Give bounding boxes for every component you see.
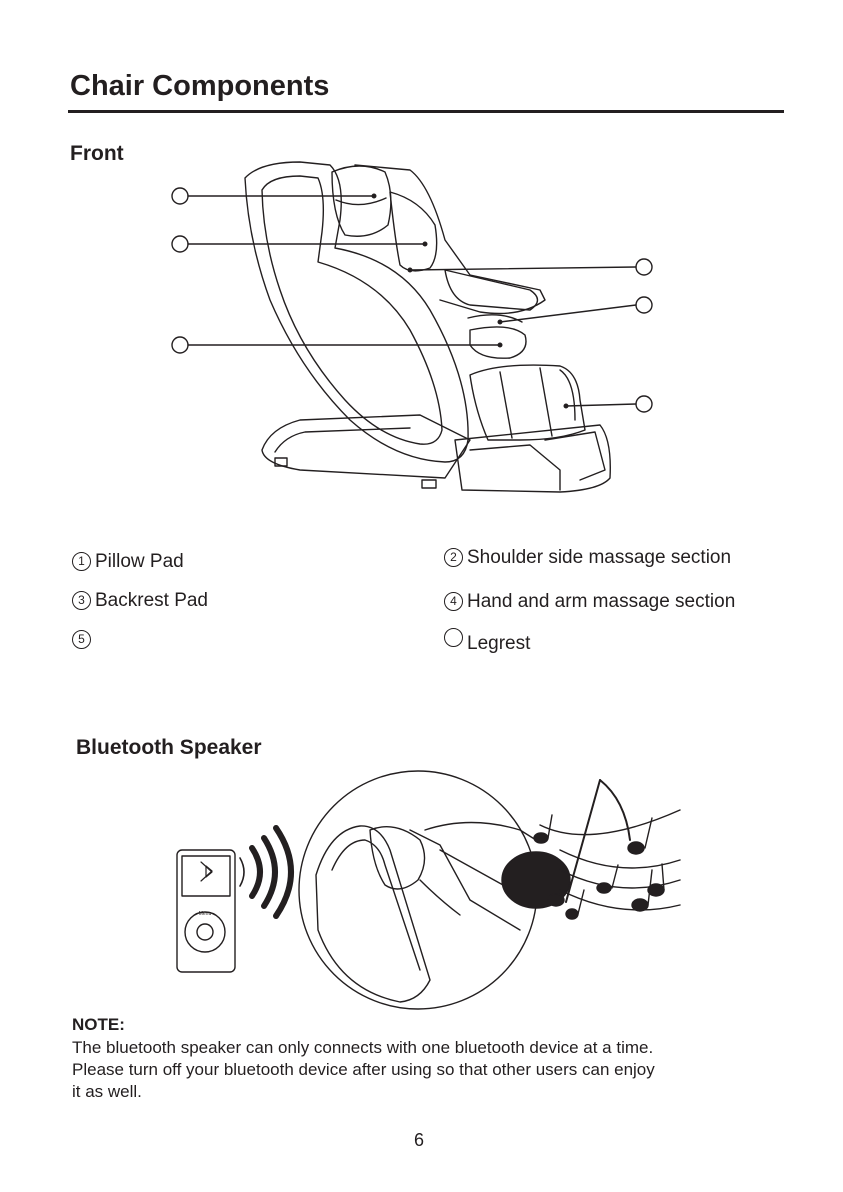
phone-icon: Menu bbox=[176, 849, 236, 973]
music-notes-icon bbox=[533, 779, 681, 920]
component-number: 4 bbox=[444, 592, 463, 611]
component-item-5: 5 bbox=[72, 629, 95, 651]
callout-circle-5 bbox=[635, 296, 653, 314]
component-number bbox=[444, 628, 463, 647]
front-heading: Front bbox=[70, 142, 124, 165]
component-label: Pillow Pad bbox=[95, 551, 184, 572]
callout-circle-2 bbox=[171, 235, 189, 253]
note-line: The bluetooth speaker can only connects … bbox=[72, 1038, 654, 1057]
component-label: Hand and arm massage section bbox=[467, 591, 736, 612]
component-label: Legrest bbox=[467, 633, 531, 654]
callout-circle-3 bbox=[171, 336, 189, 354]
title-rule bbox=[68, 110, 784, 113]
note-line: Please turn off your bluetooth device af… bbox=[72, 1060, 655, 1079]
component-item-6: Legrest bbox=[444, 628, 530, 655]
note-line: it as well. bbox=[72, 1082, 142, 1101]
component-number: 5 bbox=[72, 630, 91, 649]
callout-circle-6 bbox=[635, 395, 653, 413]
component-number: 3 bbox=[72, 591, 91, 610]
magnify-circle bbox=[298, 770, 538, 1010]
component-label: Backrest Pad bbox=[95, 590, 208, 611]
page-title: Chair Components bbox=[70, 70, 330, 102]
speaker-icon bbox=[501, 851, 571, 909]
component-label: Shoulder side massage section bbox=[467, 547, 732, 568]
bluetooth-heading: Bluetooth Speaker bbox=[76, 736, 262, 759]
component-number: 2 bbox=[444, 548, 463, 567]
signal-waves-icon bbox=[239, 825, 294, 919]
callout-circle-4 bbox=[635, 258, 653, 276]
svg-text:Menu: Menu bbox=[199, 911, 212, 917]
callout-circle-1 bbox=[171, 187, 189, 205]
note-heading: NOTE: bbox=[72, 1015, 125, 1034]
chair-closeup bbox=[315, 821, 537, 1003]
component-number: 1 bbox=[72, 552, 91, 571]
note-body: The bluetooth speaker can only connects … bbox=[72, 1037, 772, 1103]
page-number: 6 bbox=[414, 1130, 425, 1150]
